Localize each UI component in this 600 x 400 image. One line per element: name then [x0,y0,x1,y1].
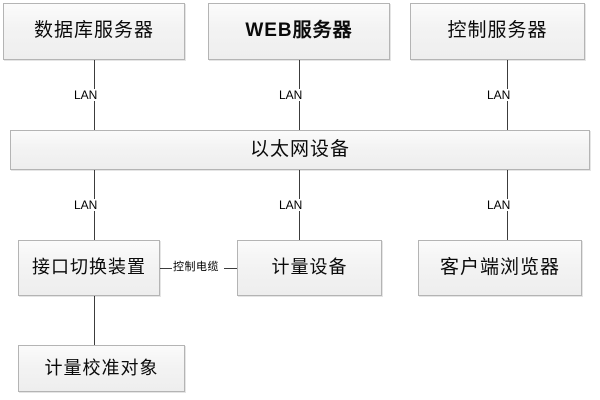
node-client-browser[interactable]: 客户端浏览器 [418,240,582,296]
node-client-browser-label: 客户端浏览器 [439,256,560,278]
connector-interface-switch-to-metering-left [160,268,174,269]
node-database-server[interactable]: 数据库服务器 [3,3,185,60]
edge-label-control-cable: 控制电缆 [172,261,220,275]
edge-label-lan-metering: LAN [277,198,305,212]
edge-label-lan-web: LAN [277,88,305,102]
edge-label-lan-control: LAN [485,88,513,102]
connector-interface-switch-to-calibration [94,296,95,345]
edge-label-lan-database: LAN [72,88,100,102]
node-calibration-object[interactable]: 计量校准对象 [18,345,185,392]
node-web-server[interactable]: WEB服务器 [208,3,390,60]
node-control-server-label: 控制服务器 [447,20,548,42]
node-metering-device[interactable]: 计量设备 [237,240,382,296]
edge-label-lan-browser: LAN [485,198,513,212]
edge-label-lan-interface-switch: LAN [72,198,100,212]
node-database-server-label: 数据库服务器 [33,20,154,42]
node-calibration-object-label: 计量校准对象 [44,357,159,378]
node-interface-switch-label: 接口切换装置 [32,257,146,278]
node-web-server-label: WEB服务器 [245,20,353,42]
node-interface-switch[interactable]: 接口切换装置 [18,240,160,296]
node-ethernet-device[interactable]: 以太网设备 [10,130,590,170]
node-control-server[interactable]: 控制服务器 [410,3,585,60]
node-metering-device-label: 计量设备 [271,257,348,278]
node-ethernet-device-label: 以太网设备 [249,138,350,160]
connector-interface-switch-to-metering-right [224,268,237,269]
